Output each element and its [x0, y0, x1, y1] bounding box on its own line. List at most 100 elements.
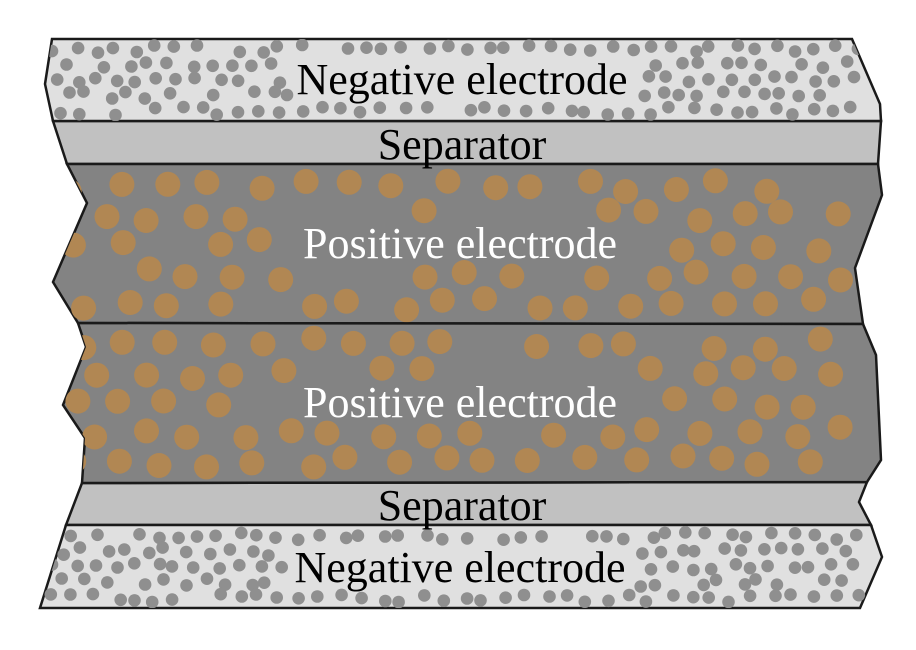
particle-dot: [754, 394, 780, 420]
particle-dot: [572, 444, 598, 470]
particle-dot: [606, 40, 620, 53]
particle-dot: [374, 42, 388, 56]
particle-dot: [541, 101, 555, 115]
particle-dot: [702, 73, 715, 86]
positive-electrode-lower-shape: [61, 321, 883, 485]
particle-dot: [791, 543, 805, 556]
particle-dot: [835, 574, 848, 587]
particle-dot: [423, 42, 437, 55]
particle-dot: [662, 386, 688, 412]
particle-dot: [622, 588, 636, 602]
particle-dot: [670, 443, 696, 469]
particle-dot: [738, 85, 751, 99]
particle-dot: [752, 336, 778, 362]
particle-dot: [813, 89, 826, 102]
particle-dot: [768, 199, 793, 225]
particle-dot: [165, 560, 179, 573]
particle-dot: [544, 39, 558, 53]
particle-dot: [231, 74, 245, 88]
positive-electrode-lower-particles: [63, 325, 853, 480]
particle-dot: [128, 75, 141, 89]
particle-dot: [698, 526, 711, 540]
particle-dot: [517, 588, 531, 602]
particle-dot: [765, 526, 778, 540]
particle-dot: [770, 578, 784, 591]
particle-dot: [690, 45, 703, 58]
particle-dot: [155, 171, 181, 197]
particle-dot: [394, 297, 420, 323]
layer-negative-electrode-bottom: Negative electrode: [38, 523, 884, 610]
particle-dot: [73, 541, 87, 554]
particle-dot: [754, 58, 768, 72]
particle-dot: [421, 529, 434, 542]
negative-electrode-bottom-particles: [44, 526, 866, 608]
particle-dot: [174, 424, 200, 450]
particle-dot: [186, 561, 200, 574]
particle-dot: [44, 588, 58, 601]
particle-dot: [691, 56, 705, 69]
particle-dot: [807, 590, 821, 603]
particle-dot: [852, 588, 866, 602]
particle-dot: [56, 179, 82, 205]
particle-dot: [709, 573, 723, 587]
particle-dot: [464, 103, 478, 117]
particle-dot: [172, 531, 185, 545]
particle-dot: [213, 562, 226, 575]
particle-dot: [389, 330, 415, 356]
particle-dot: [102, 545, 116, 558]
particle-dot: [827, 414, 853, 440]
particle-dot: [86, 587, 100, 601]
particle-dot: [394, 40, 407, 54]
particle-dot: [257, 576, 271, 589]
particle-dot: [117, 290, 143, 315]
particle-dot: [565, 104, 579, 118]
particle-dot: [206, 88, 220, 102]
particle-dot: [621, 107, 635, 120]
particle-dot: [672, 88, 685, 102]
particle-dot: [702, 591, 715, 604]
particle-dot: [235, 590, 249, 603]
particle-dot: [218, 578, 232, 591]
particle-dot: [434, 445, 460, 471]
particle-dot: [223, 543, 237, 556]
particle-dot: [110, 74, 124, 88]
particle-dot: [663, 177, 689, 202]
particle-dot: [247, 545, 260, 558]
particle-dot: [200, 572, 214, 585]
particle-dot: [293, 168, 319, 194]
particle-dot: [249, 175, 275, 201]
particle-dot: [71, 41, 85, 55]
particle-dot: [231, 105, 245, 119]
particle-dot: [596, 197, 622, 223]
particle-dot: [709, 445, 735, 471]
particle-dot: [731, 106, 744, 119]
particle-dot: [664, 40, 678, 53]
particle-dot: [734, 544, 748, 557]
particle-dot: [146, 453, 172, 478]
particle-dot: [657, 86, 671, 99]
particle-dot: [717, 85, 730, 99]
particle-dot: [785, 70, 798, 84]
particle-dot: [148, 101, 162, 115]
particle-dot: [314, 420, 340, 446]
particle-dot: [255, 560, 269, 573]
particle-dot: [828, 267, 853, 293]
particle-dot: [114, 593, 127, 607]
particle-dot: [701, 336, 727, 361]
particle-dot: [461, 43, 474, 56]
particle-dot: [89, 71, 102, 85]
particle-dot: [677, 544, 690, 557]
particle-dot: [429, 287, 455, 313]
particle-dot: [801, 286, 827, 312]
particle-dot: [662, 100, 675, 114]
particle-dot: [351, 529, 365, 542]
particle-dot: [57, 548, 70, 561]
particle-dot: [843, 100, 857, 114]
particle-dot: [73, 107, 86, 121]
particle-dot: [827, 75, 841, 88]
particle-dot: [190, 530, 204, 543]
particle-dot: [147, 39, 161, 52]
particle-dot: [411, 198, 437, 224]
separator-bottom-label: Separator: [378, 481, 547, 530]
particle-dot: [172, 264, 198, 290]
